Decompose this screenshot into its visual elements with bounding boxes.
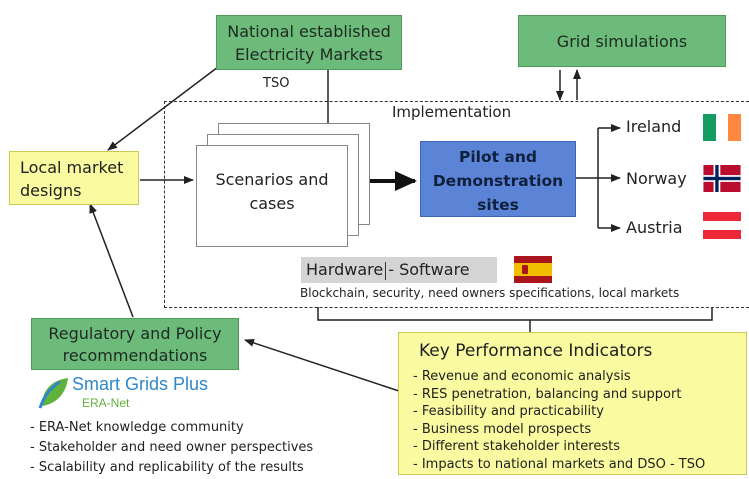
implementation-region xyxy=(164,101,749,308)
list-item: - RES penetration, balancing and support xyxy=(413,386,682,402)
list-item: - Business model prospects xyxy=(413,421,592,437)
scenarios-box: Scenarios and cases xyxy=(196,145,348,247)
arrow-kpi-to-regulatory xyxy=(244,339,403,393)
regulatory-list: - ERA-Net knowledge community - Stakehol… xyxy=(30,418,313,478)
austria-flag-icon xyxy=(703,212,741,239)
spain-flag-icon xyxy=(514,256,552,283)
local-market-line1: Local market xyxy=(20,158,124,177)
grid-simulations-box: Grid simulations xyxy=(518,15,726,67)
scenarios-line1: Scenarios and xyxy=(215,170,329,189)
national-markets-line1: National established xyxy=(227,22,391,41)
hardware-label: Hardware xyxy=(306,260,384,279)
national-markets-box: National established Electricity Markets xyxy=(216,15,402,70)
list-item: - Scalability and replicability of the r… xyxy=(30,460,304,475)
scenarios-line2: cases xyxy=(249,194,295,213)
kpi-box: Key Performance Indicators - Revenue and… xyxy=(398,332,747,475)
implementation-label: Implementation xyxy=(390,103,514,121)
site-norway: Norway xyxy=(626,169,687,188)
site-ireland: Ireland xyxy=(626,117,682,136)
list-item: - Impacts to national markets and DSO - … xyxy=(413,456,706,472)
pilot-box: Pilot and Demonstration sites xyxy=(420,141,576,217)
regulatory-line1: Regulatory and Policy xyxy=(48,324,222,343)
sgplus-sub: ERA-Net xyxy=(82,396,130,410)
pilot-line3: sites xyxy=(477,196,519,214)
sgplus-name: Smart Grids Plus xyxy=(72,374,209,394)
software-label: - Software xyxy=(388,260,470,279)
pilot-line1: Pilot and xyxy=(458,148,538,166)
local-market-box: Local market designs xyxy=(9,151,139,205)
hardware-subtext: Blockchain, security, need owners specif… xyxy=(300,286,680,300)
list-item: - Feasibility and practicability xyxy=(413,404,604,419)
national-markets-line2: Electricity Markets xyxy=(235,45,383,64)
kpi-title: Key Performance Indicators xyxy=(419,341,653,361)
kpi-list: - Revenue and economic analysis - RES pe… xyxy=(413,368,746,473)
list-item: - Stakeholder and need owner perspective… xyxy=(30,440,314,455)
local-market-line2: designs xyxy=(20,181,82,200)
pilot-line2: Demonstration xyxy=(432,172,564,190)
tso-label: TSO xyxy=(263,76,290,91)
list-item: - Revenue and economic analysis xyxy=(413,369,631,384)
leaf-logo-icon xyxy=(38,378,68,409)
regulatory-line2: recommendations xyxy=(62,346,208,365)
norway-flag-icon xyxy=(703,165,741,192)
kpi-bracket xyxy=(317,307,713,332)
hardware-software-box: Hardware- Software xyxy=(301,257,497,283)
ireland-flag-icon xyxy=(703,114,742,141)
arrow-national-to-local xyxy=(107,66,219,151)
regulatory-box: Regulatory and Policy recommendations xyxy=(31,318,239,370)
grid-simulations-label: Grid simulations xyxy=(556,32,688,51)
arrow-regulatory-to-local xyxy=(89,203,134,318)
list-item: - Different stakeholder interests xyxy=(413,439,621,454)
list-item: - ERA-Net knowledge community xyxy=(30,420,244,435)
site-austria: Austria xyxy=(626,218,683,237)
